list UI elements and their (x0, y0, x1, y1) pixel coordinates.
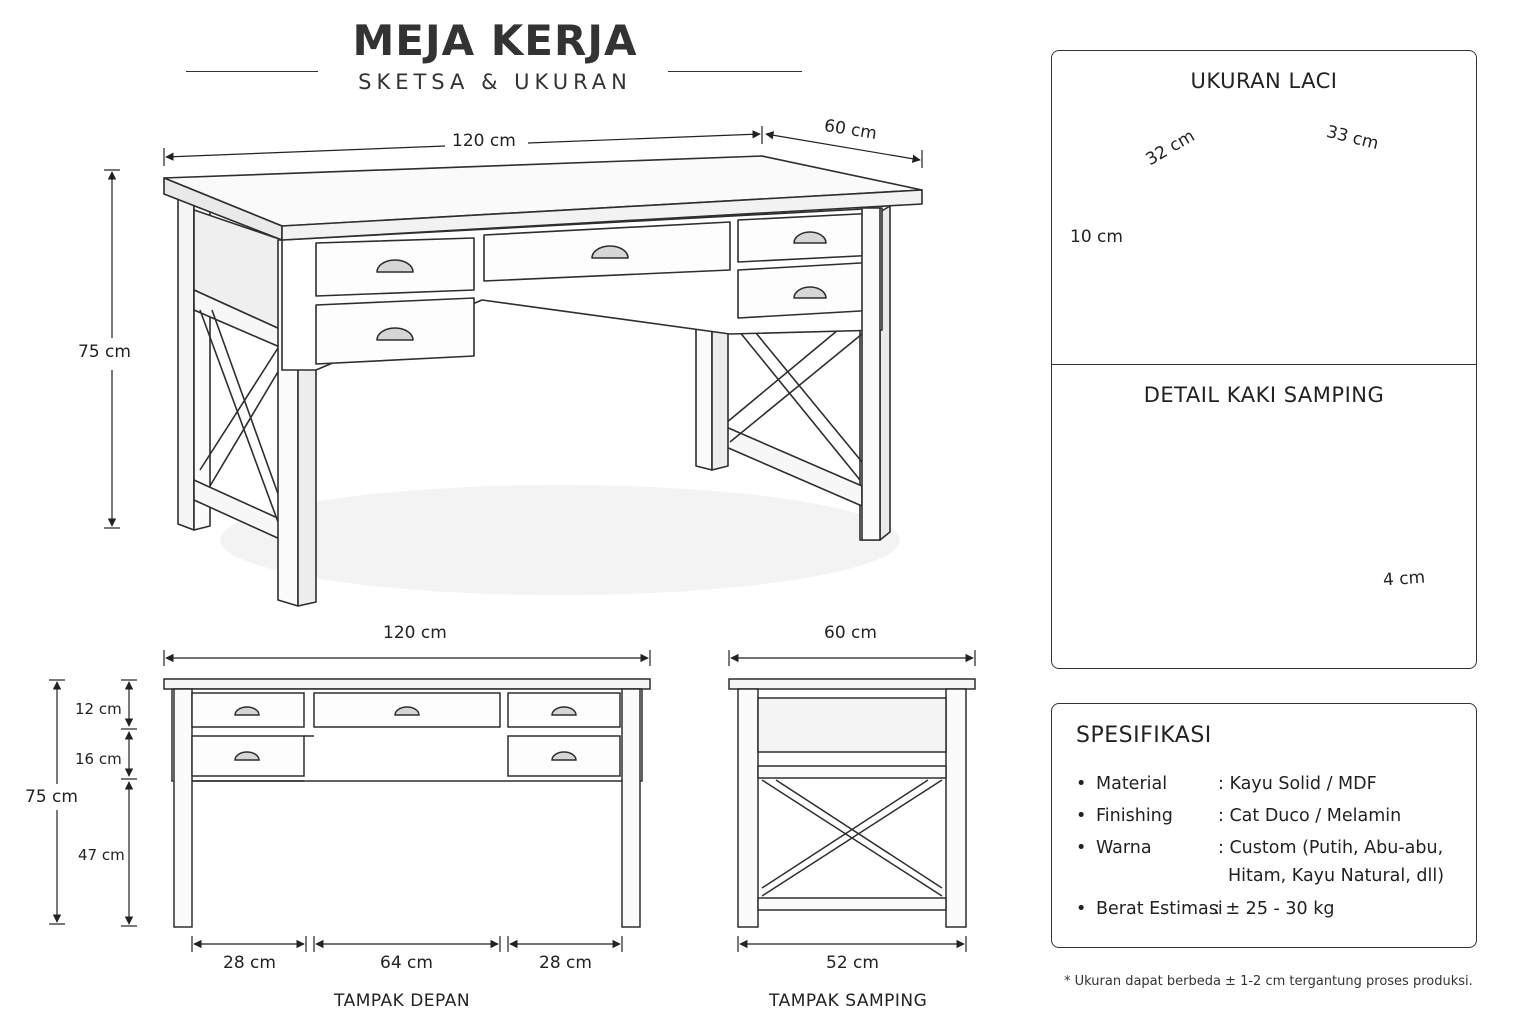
front-view-desk (164, 679, 650, 927)
front-view-dimensions (49, 650, 650, 952)
spec-title: SPESIFIKASI (1076, 723, 1212, 748)
persp-width-label: 120 cm (452, 131, 516, 151)
title-rule-left (186, 71, 318, 72)
spec-value: : ± 25 - 30 kg (1214, 899, 1335, 919)
title-rule-right (668, 71, 802, 72)
spec-value: : Custom (Putih, Abu-abu, (1218, 838, 1444, 858)
spec-label: Berat Estimasi (1096, 899, 1223, 919)
drawer-height-label: 10 cm (1070, 227, 1123, 247)
spec-value: : Kayu Solid / MDF (1218, 774, 1377, 794)
persp-height-label: 75 cm (78, 342, 131, 362)
side-inner-depth-label: 52 cm (826, 953, 879, 973)
front-view-caption: TAMPAK DEPAN (334, 991, 471, 1011)
perspective-desk (164, 156, 922, 606)
side-view-dimensions (729, 650, 975, 952)
front-total-height-label: 75 cm (25, 787, 78, 807)
spec-value-continued: Hitam, Kayu Natural, dll) (1228, 866, 1445, 886)
page-title: MEJA KERJA (352, 16, 638, 65)
footnote: * Ukuran dapat berbeda ± 1-2 cm tergantu… (1064, 974, 1473, 989)
perspective-dimensions (104, 126, 922, 528)
detail-panel (1051, 50, 1477, 669)
front-drawer-top-label: 12 cm (75, 700, 122, 718)
page-subtitle: SKETSA & UKURAN (358, 70, 632, 94)
spec-bullet: • (1076, 838, 1087, 858)
front-drawer-bottom-label: 16 cm (75, 750, 122, 768)
side-view-caption: TAMPAK SAMPING (769, 991, 928, 1011)
front-leg-space-label: 47 cm (78, 846, 125, 864)
spec-label: Material (1096, 774, 1168, 794)
spec-list: • Material : Kayu Solid / MDF • Finishin… (1076, 774, 1466, 934)
front-left-width-label: 28 cm (223, 953, 276, 973)
leg-thickness-label: 4 cm (1382, 567, 1426, 591)
spec-bullet: • (1076, 774, 1087, 794)
front-width-label: 120 cm (383, 623, 447, 643)
leg-panel-title: DETAIL KAKI SAMPING (1143, 383, 1385, 407)
detail-panel-divider (1051, 364, 1477, 365)
spec-value: : Cat Duco / Melamin (1218, 806, 1402, 826)
drawer-panel-title: UKURAN LACI (1190, 69, 1338, 93)
spec-bullet: • (1076, 899, 1087, 919)
side-view-desk (729, 679, 975, 927)
front-right-width-label: 28 cm (539, 953, 592, 973)
spec-label: Finishing (1096, 806, 1173, 826)
spec-bullet: • (1076, 806, 1087, 826)
spec-panel (1051, 703, 1477, 948)
spec-label: Warna (1096, 838, 1152, 858)
side-depth-label: 60 cm (824, 623, 877, 643)
front-center-width-label: 64 cm (380, 953, 433, 973)
